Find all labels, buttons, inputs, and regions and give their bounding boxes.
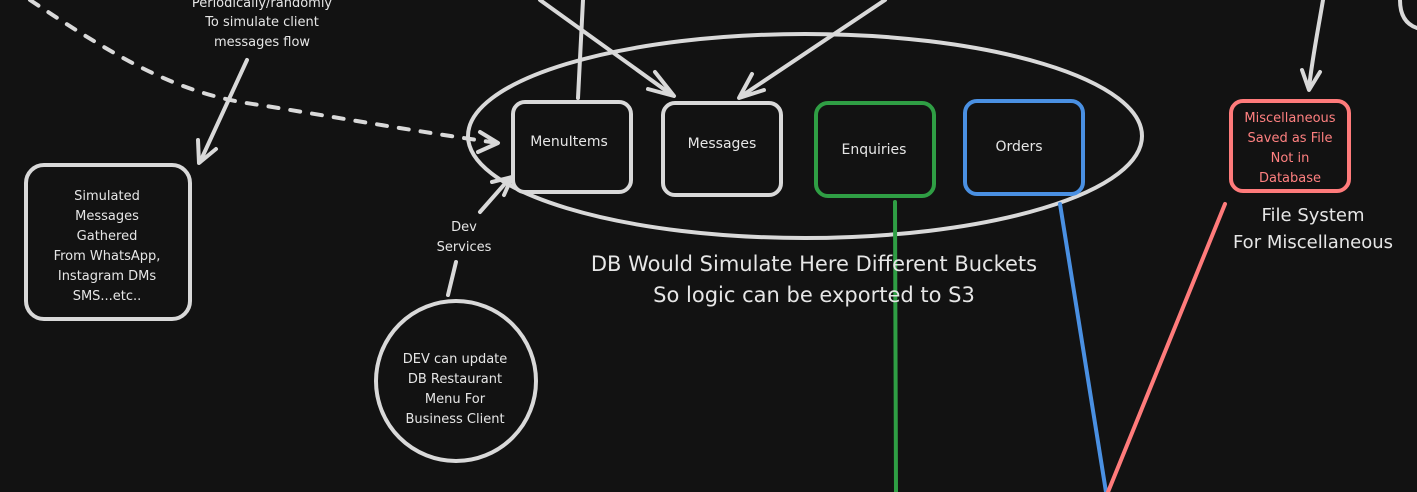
to-misc-arrowhead	[1300, 68, 1322, 92]
simulated-line1: Simulated	[74, 189, 140, 204]
simulated-line5: Instagram DMs	[58, 269, 156, 284]
note-to-simulated-arrow	[198, 58, 249, 164]
misc-output-line	[1106, 202, 1227, 492]
messages-label: Messages	[688, 136, 757, 152]
dev-node-circle	[374, 299, 538, 463]
top-arrow-to-messages-left	[538, 0, 674, 97]
simulated-line2: Messages	[75, 209, 139, 224]
menuitems-bucket	[511, 100, 633, 194]
dev-node-line1: DEV can update	[403, 352, 508, 367]
periodic-flow-dashed-arrow	[28, 0, 500, 145]
simulated-line4: From WhatsApp,	[54, 249, 161, 264]
dev-services-line1: Dev	[451, 220, 477, 235]
to-misc-arrow	[1307, 0, 1325, 90]
periodic-note-line1: Periodically/randomly	[192, 0, 333, 11]
simulated-line6: SMS...etc..	[73, 289, 142, 304]
simulated-line3: Gathered	[77, 229, 138, 244]
dev-to-menuitems-arrow	[446, 260, 458, 297]
db-buckets-ellipse	[466, 32, 1144, 240]
filesystem-line2: For Miscellaneous	[1233, 232, 1393, 253]
simulated-messages-box	[24, 163, 192, 321]
db-caption-line2: So logic can be exported to S3	[653, 283, 975, 307]
dev-services-line2: Services	[437, 240, 492, 255]
filesystem-line1: File System	[1262, 205, 1365, 226]
top-arrow-to-messages-right	[738, 0, 887, 99]
enquiries-output-line	[893, 200, 898, 492]
messages-bucket	[661, 101, 783, 197]
dev-services-arrowhead	[490, 175, 514, 197]
enquiries-label: Enquiries	[842, 142, 907, 158]
dev-services-arrow-upper	[478, 176, 512, 214]
misc-line3: Not in	[1271, 151, 1310, 166]
orders-bucket	[963, 99, 1085, 196]
note-to-simulated-arrowhead	[196, 138, 218, 165]
misc-file-box	[1229, 99, 1351, 193]
dev-node-line3: Menu For	[425, 392, 486, 407]
periodic-note-line2: To simulate client	[204, 15, 319, 30]
orders-label: Orders	[995, 139, 1042, 155]
periodic-flow-arrowhead	[476, 130, 500, 154]
dev-node-line2: DB Restaurant	[408, 372, 502, 387]
dev-node-line4: Business Client	[405, 412, 504, 427]
top-arrow-to-messages-right-head	[737, 72, 766, 100]
orders-output-line	[1058, 202, 1108, 492]
db-caption-line1: DB Would Simulate Here Different Buckets	[591, 252, 1037, 276]
top-arrow-to-messages-left-head	[646, 70, 676, 98]
misc-line1: Miscellaneous	[1244, 111, 1335, 126]
menuitems-label: MenuItems	[530, 134, 608, 150]
periodic-note-line3: messages flow	[214, 35, 310, 50]
misc-line4: Database	[1259, 171, 1321, 186]
enquiries-bucket	[814, 101, 936, 198]
partial-box-top-right	[1398, 0, 1417, 30]
misc-line2: Saved as File	[1248, 131, 1333, 146]
top-line-to-menuitems	[576, 0, 585, 100]
